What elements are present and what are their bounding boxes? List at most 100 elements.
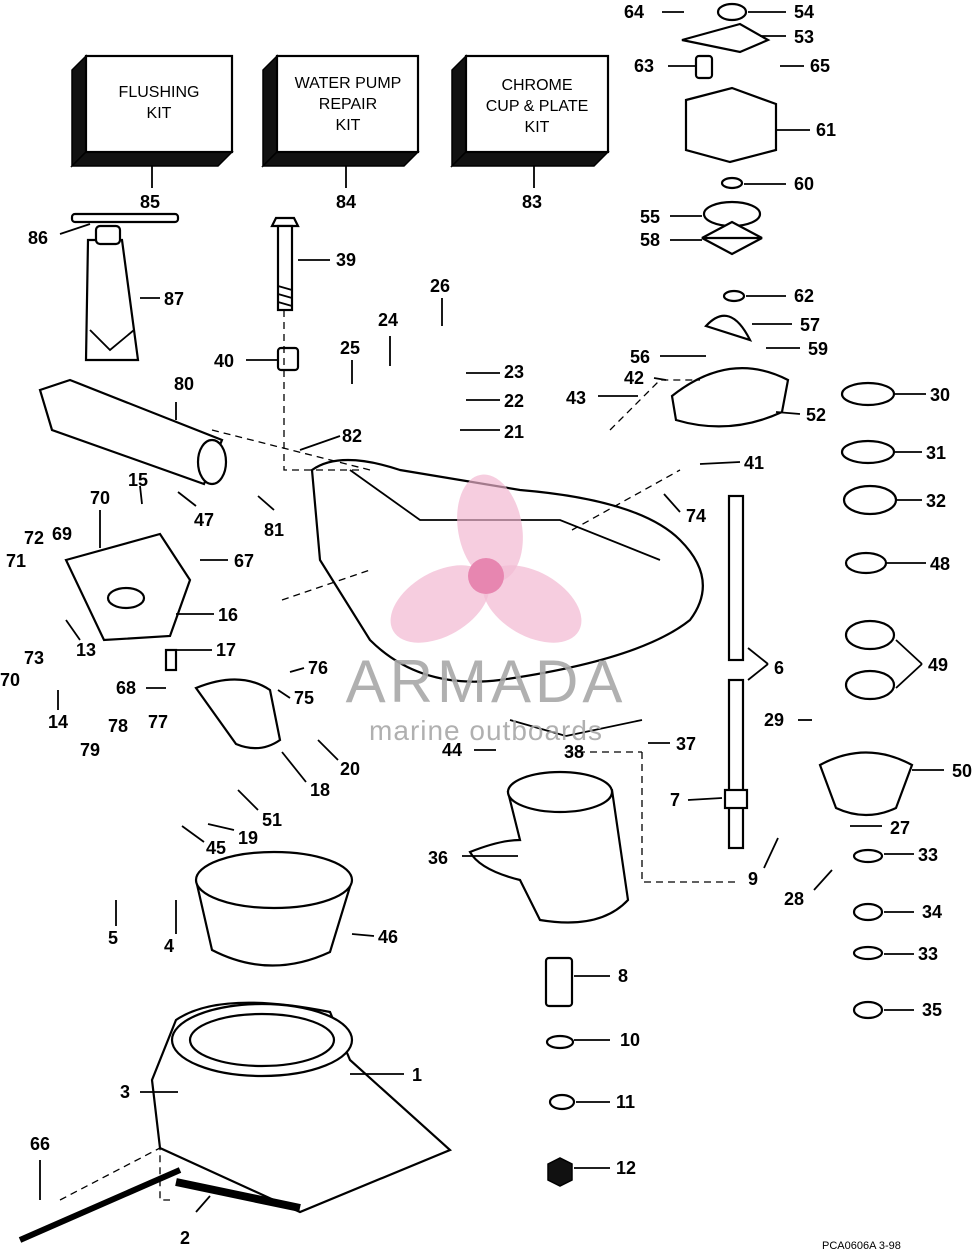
callout-50: 50 <box>952 761 972 781</box>
callout-15: 15 <box>128 470 148 490</box>
callout-67: 67 <box>234 551 254 571</box>
callout-21: 21 <box>504 422 524 442</box>
callout-81: 81 <box>264 520 284 540</box>
callout-36: 36 <box>428 848 448 868</box>
callout-59: 59 <box>808 339 828 359</box>
callout-47: 47 <box>194 510 214 530</box>
callout-29: 29 <box>764 710 784 730</box>
callout-12: 12 <box>616 1158 636 1178</box>
kit-83-line1: CHROME <box>501 77 572 94</box>
callout-68: 68 <box>116 678 136 698</box>
right-column-parts <box>818 381 914 1020</box>
callout-27: 27 <box>890 818 910 838</box>
watermark: ARMADA marine outboards <box>346 474 622 746</box>
callout-85: 85 <box>140 192 160 212</box>
kit-84-line3: KIT <box>336 117 361 134</box>
propeller-logo-icon <box>390 474 582 643</box>
wear-ring-46 <box>194 850 354 967</box>
callout-53: 53 <box>794 27 814 47</box>
flushing-tool <box>70 212 180 362</box>
callout-80: 80 <box>174 374 194 394</box>
kit-83-line3: KIT <box>525 119 550 136</box>
callout-45: 45 <box>206 838 226 858</box>
callout-64: 64 <box>624 2 644 22</box>
callout-65: 65 <box>810 56 830 76</box>
rod-66 <box>18 1167 182 1243</box>
sleeve-40 <box>276 346 300 372</box>
callout-72: 72 <box>24 528 44 548</box>
assembly-guides <box>59 310 737 1201</box>
callout-3: 3 <box>120 1082 130 1102</box>
kit-84-line1: WATER PUMP <box>295 75 402 92</box>
callout-26: 26 <box>430 276 450 296</box>
callout-46: 46 <box>378 927 398 947</box>
callout-75: 75 <box>294 688 314 708</box>
callout-44: 44 <box>442 740 462 760</box>
callout-11: 11 <box>616 1092 635 1112</box>
callout-76: 76 <box>308 658 328 678</box>
callout-38: 38 <box>564 742 584 762</box>
callout-10: 10 <box>620 1030 640 1050</box>
callout-83: 83 <box>522 192 542 212</box>
callout-66: 66 <box>30 1134 50 1154</box>
water-pump-parts <box>670 2 790 428</box>
left-bracket-parts <box>64 532 282 750</box>
callout-1: 1 <box>412 1065 422 1085</box>
callout-84: 84 <box>336 192 356 212</box>
callout-49: 49 <box>928 655 948 675</box>
callout-70b: 70 <box>0 670 20 690</box>
callout-9: 9 <box>748 869 758 889</box>
callout-16: 16 <box>218 605 238 625</box>
callout-87: 87 <box>164 289 184 309</box>
callout-39: 39 <box>336 250 356 270</box>
callout-31: 31 <box>926 443 946 463</box>
callout-8: 8 <box>618 966 628 986</box>
callout-19: 19 <box>238 828 258 848</box>
callout-41: 41 <box>744 453 764 473</box>
kit-84-line2: REPAIR <box>319 96 377 113</box>
callout-33b: 33 <box>918 944 938 964</box>
callout-17: 17 <box>216 640 236 660</box>
callout-30: 30 <box>930 385 950 405</box>
kit-83-line2: CUP & PLATE <box>486 98 589 115</box>
callout-51: 51 <box>262 810 282 830</box>
callout-60: 60 <box>794 174 814 194</box>
callout-57: 57 <box>800 315 820 335</box>
callout-14: 14 <box>48 712 68 732</box>
tube-80 <box>38 378 228 486</box>
callout-7: 7 <box>670 790 680 810</box>
callout-18: 18 <box>310 780 330 800</box>
callout-35: 35 <box>922 1000 942 1020</box>
kit-box-chrome-cup: CHROME CUP & PLATE KIT <box>450 54 610 168</box>
callout-71: 71 <box>6 551 26 571</box>
callout-63: 63 <box>634 56 654 76</box>
kit-box-water-pump: WATER PUMP REPAIR KIT <box>261 54 420 168</box>
callout-5: 5 <box>108 928 118 948</box>
callout-34: 34 <box>922 902 942 922</box>
callout-43: 43 <box>566 388 586 408</box>
callout-23: 23 <box>504 362 524 382</box>
bolt-39 <box>270 216 300 312</box>
callout-86: 86 <box>28 228 48 248</box>
callout-4: 4 <box>164 936 174 956</box>
callout-61: 61 <box>816 120 836 140</box>
jet-intake-1 <box>150 1001 453 1214</box>
figure-code: PCA0606A 3-98 <box>822 1240 901 1252</box>
bottom-center-parts <box>544 956 576 1187</box>
kit-85-line1: FLUSHING <box>119 84 200 101</box>
callout-77: 77 <box>148 712 168 732</box>
leader-lines <box>39 11 944 1213</box>
callout-40: 40 <box>214 351 234 371</box>
callout-70a: 70 <box>90 488 110 508</box>
callout-69: 69 <box>52 524 72 544</box>
bar-2 <box>175 1178 301 1212</box>
callout-62: 62 <box>794 286 814 306</box>
callout-37: 37 <box>676 734 696 754</box>
watermark-tagline: marine outboards <box>369 715 603 746</box>
callout-24: 24 <box>378 310 398 330</box>
callout-55: 55 <box>640 207 660 227</box>
callout-79: 79 <box>80 740 100 760</box>
callout-58: 58 <box>640 230 660 250</box>
